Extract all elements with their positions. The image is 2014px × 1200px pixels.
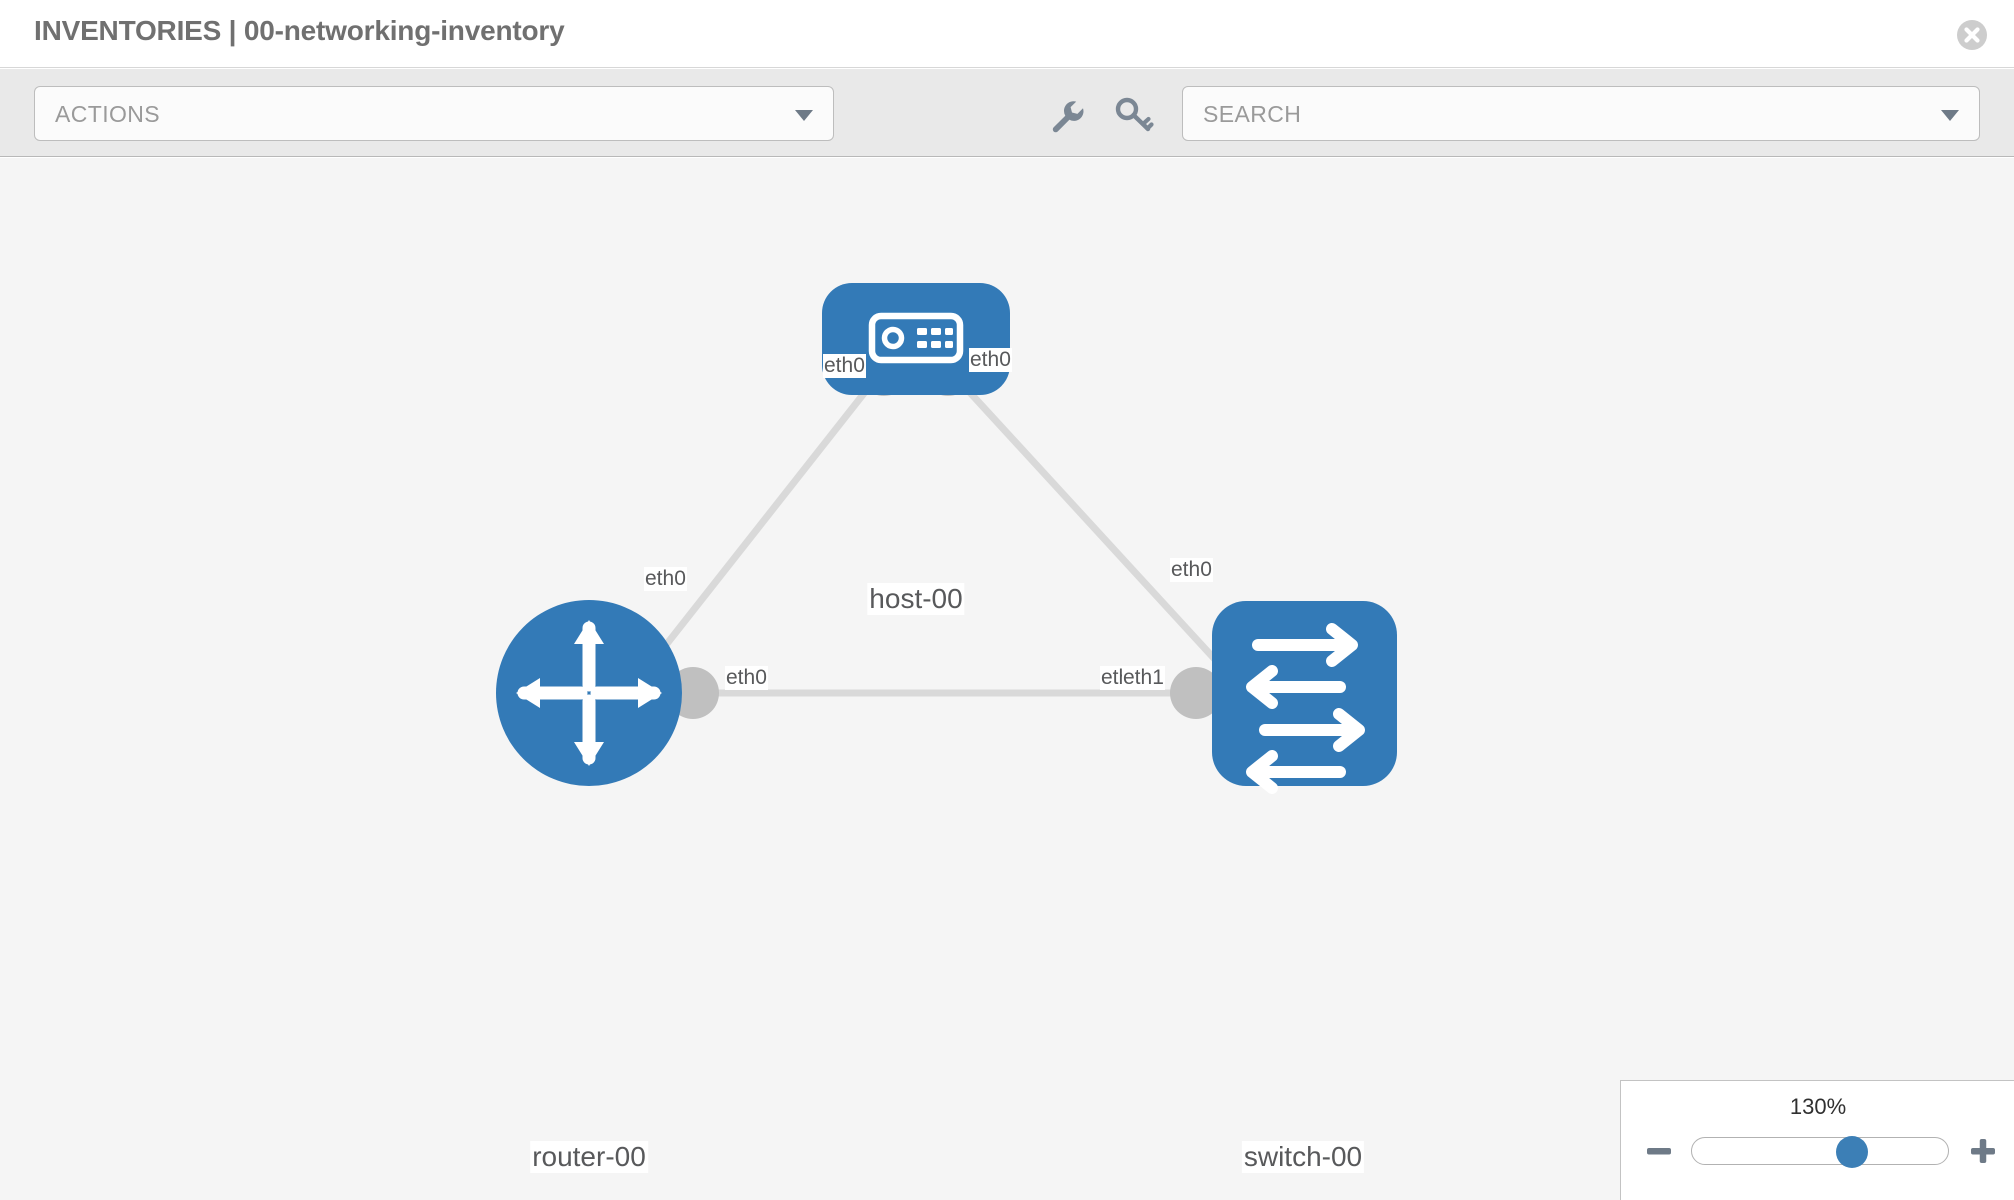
zoom-slider[interactable]	[1691, 1136, 1949, 1168]
wrench-icon[interactable]	[1042, 91, 1088, 137]
iface-label: eth1	[1122, 666, 1165, 690]
node-host-00[interactable]	[822, 283, 1010, 395]
topology-graph	[496, 283, 1397, 794]
toolbar: ACTIONS SEARCH	[0, 69, 2014, 157]
close-circle-icon[interactable]	[1956, 19, 1988, 51]
node-router-00[interactable]	[496, 600, 682, 786]
iface-label: eth0	[1170, 558, 1213, 582]
chevron-down-icon	[795, 110, 813, 121]
link-host-router	[637, 370, 883, 681]
iface-label: eth0	[823, 354, 866, 378]
node-label-switch-00: switch-00	[1241, 1141, 1365, 1173]
actions-dropdown-label: ACTIONS	[55, 101, 161, 127]
zoom-level-value: 130%	[1789, 1094, 1847, 1119]
node-switch-00[interactable]	[1212, 601, 1397, 794]
iface-label: eth0	[725, 666, 768, 690]
minus-icon[interactable]	[1643, 1135, 1675, 1167]
window-header: INVENTORIES | 00-networking-inventory	[0, 0, 2014, 68]
key-icon[interactable]	[1110, 91, 1156, 137]
actions-dropdown[interactable]: ACTIONS	[34, 86, 834, 141]
chevron-down-icon	[1941, 110, 1959, 121]
port-switch-left	[1170, 667, 1222, 719]
plus-icon[interactable]	[1967, 1135, 1999, 1167]
zoom-control-panel: 130%	[1620, 1080, 2014, 1200]
link-host-switch	[949, 370, 1235, 681]
node-label-router-00: router-00	[530, 1141, 648, 1173]
search-placeholder-label: SEARCH	[1203, 101, 1302, 127]
search-input[interactable]: SEARCH	[1182, 86, 1980, 141]
page-title: INVENTORIES | 00-networking-inventory	[34, 15, 565, 46]
node-label-host-00: host-00	[867, 583, 965, 615]
zoom-slider-thumb[interactable]	[1836, 1136, 1868, 1168]
iface-label: eth0	[969, 348, 1012, 372]
iface-label: eth0	[644, 567, 687, 591]
topology-canvas[interactable]: eth0 eth0 eth0 eth0 eth0 eth0 eth1 host-…	[0, 158, 2014, 1200]
